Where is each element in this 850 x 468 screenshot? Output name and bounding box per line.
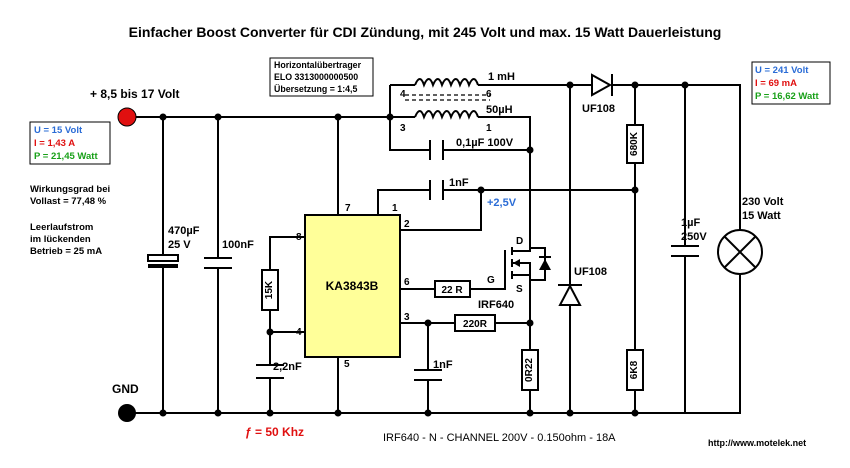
ic-pin5: 5 xyxy=(344,359,350,370)
transformer-secondary-value: 50µH xyxy=(486,104,513,116)
ic-pin7: 7 xyxy=(345,203,351,214)
cap-1uf-value: 1µF xyxy=(681,217,700,229)
note-efficiency-1: Wirkungsgrad bei xyxy=(30,184,110,195)
note-idle-1: Leerlaufstrom xyxy=(30,222,93,233)
resistor-6k8-label: 6K8 xyxy=(629,360,640,379)
output-u: U = 241 Volt xyxy=(755,65,809,76)
resistor-22r: 22 R xyxy=(434,280,471,298)
output-p: P = 16,62 Watt xyxy=(755,91,819,102)
url-text: http://www.motelek.net xyxy=(708,438,806,448)
mosfet-s: S xyxy=(516,284,523,295)
cap-1uf: 1µF 250V xyxy=(671,217,707,257)
resistor-680k-label: 680K xyxy=(629,131,640,156)
ic-pin8: 8 xyxy=(296,232,302,243)
voltage-2v5: +2,5V xyxy=(487,197,517,209)
mosfet-info: IRF640 - N - CHANNEL 200V - 0.150ohm - 1… xyxy=(383,432,616,444)
gnd-label: GND xyxy=(112,382,139,396)
supply-terminal xyxy=(117,107,137,127)
cap-2n2: 2,2nF xyxy=(256,361,302,379)
transformer-primary-value: 1 mH xyxy=(488,71,515,83)
ic-pin4: 4 xyxy=(296,327,302,338)
input-u: U = 15 Volt xyxy=(34,125,83,136)
lamp-voltage: 230 Volt xyxy=(742,196,784,208)
cap-coupling-label: 0,1µF 100V xyxy=(456,137,514,149)
note-idle-3: Betrieb = 25 mA xyxy=(30,246,102,257)
cap-1nf-bottom-label: 1nF xyxy=(433,359,453,371)
transformer-pin3: 3 xyxy=(400,123,406,134)
diode-uf108-mid: UF108 xyxy=(558,266,607,306)
input-i: I = 1,43 A xyxy=(34,138,75,149)
cap-1nf-top: 1nF xyxy=(429,177,469,200)
ic-ka3843b: KA3843B 7 1 2 8 6 3 4 5 xyxy=(296,203,410,370)
diode-top-label: UF108 xyxy=(582,103,615,115)
resistor-220r-label: 220R xyxy=(463,319,488,330)
ic-name: KA3843B xyxy=(326,279,379,293)
cap-1uf-voltage: 250V xyxy=(681,231,707,243)
transformer-pin6: 6 xyxy=(486,89,492,100)
transformer-info-box: Horizontalübertrager ELO 3313000000500 Ü… xyxy=(269,57,374,97)
cap-coupling: 0,1µF 100V xyxy=(429,137,514,160)
cap-1nf-top-label: 1nF xyxy=(449,177,469,189)
diode-uf108-top: UF108 xyxy=(582,73,615,115)
resistor-15k: 15K xyxy=(261,269,279,311)
diode-mid-label: UF108 xyxy=(574,266,607,278)
ic-pin2: 2 xyxy=(404,219,410,230)
cap-100nf-value: 100nF xyxy=(222,239,254,251)
transformer-line3: Übersetzung = 1:4,5 xyxy=(274,84,357,94)
resistor-680k: 680K xyxy=(626,124,644,164)
mosfet-irf640: D G S IRF640 xyxy=(478,236,551,311)
cap-1nf-bottom: 1nF xyxy=(414,359,453,381)
junctions xyxy=(159,81,689,417)
lamp-icon: 230 Volt 15 Watt xyxy=(717,196,784,275)
supply-label: + 8,5 bis 17 Volt xyxy=(90,87,179,101)
lamp-power: 15 Watt xyxy=(742,210,781,222)
resistor-22r-label: 22 R xyxy=(441,285,463,296)
cap-2n2-value: 2,2nF xyxy=(273,361,302,373)
resistor-0r22-label: 0R22 xyxy=(524,358,535,382)
title: Einfacher Boost Converter für CDI Zündun… xyxy=(129,24,722,40)
note-efficiency-2: Vollast = 77,48 % xyxy=(30,196,107,207)
transformer-line1: Horizontalübertrager xyxy=(274,60,362,70)
mosfet-d: D xyxy=(516,236,523,247)
mosfet-name: IRF640 xyxy=(478,299,514,311)
ic-pin3: 3 xyxy=(404,312,410,323)
resistor-6k8: 6K8 xyxy=(626,349,644,391)
cap-470uf-voltage: 25 V xyxy=(168,239,191,251)
transformer-line2: ELO 3313000000500 xyxy=(274,72,358,82)
input-measurement-box: U = 15 Volt I = 1,43 A P = 21,45 Watt xyxy=(29,121,111,165)
input-p: P = 21,45 Watt xyxy=(34,151,98,162)
frequency-label: ƒ = 50 Khz xyxy=(245,425,304,439)
resistor-15k-label: 15K xyxy=(264,280,275,299)
cap-470uf-value: 470µF xyxy=(168,225,200,237)
cap-100nf: 100nF xyxy=(204,239,254,269)
cap-470uf: 470µF 25 V xyxy=(147,225,200,268)
mosfet-g: G xyxy=(487,275,495,286)
resistor-0r22: 0R22 xyxy=(521,349,539,391)
resistor-220r: 220R xyxy=(454,314,496,332)
transformer-pin4: 4 xyxy=(400,89,406,100)
transformer-pin1: 1 xyxy=(486,123,492,134)
gnd-terminal xyxy=(118,404,136,422)
note-idle-2: im lückenden xyxy=(30,234,91,245)
output-measurement-box: U = 241 Volt I = 69 mA P = 16,62 Watt xyxy=(751,61,831,105)
output-i: I = 69 mA xyxy=(755,78,797,89)
transformer-symbol: 1 mH 50µH 6 4 3 1 xyxy=(400,71,515,134)
ic-pin6: 6 xyxy=(404,277,410,288)
ic-pin1: 1 xyxy=(392,203,398,214)
